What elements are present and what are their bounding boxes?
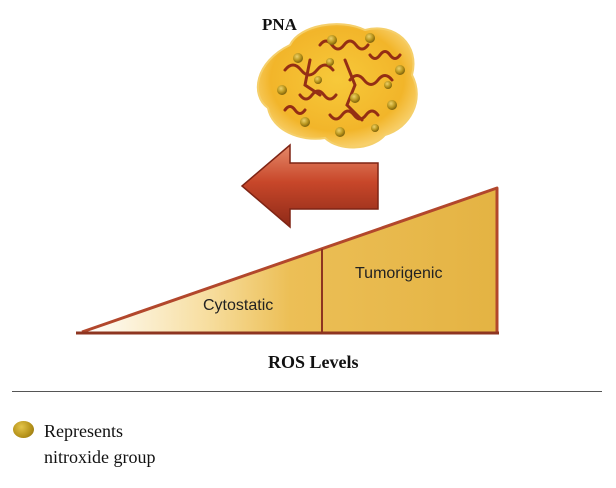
pna-molecule <box>256 23 418 149</box>
tumorigenic-label: Tumorigenic <box>355 265 442 282</box>
nitroxide-groups <box>277 33 405 137</box>
legend-line-1: Represents <box>44 421 123 441</box>
nitroxide-legend-icon <box>13 421 34 438</box>
divider-line <box>12 391 602 392</box>
pna-label: PNA <box>262 15 297 34</box>
cytostatic-label: Cytostatic <box>203 297 273 314</box>
ros-ramp <box>76 186 499 335</box>
legend-line-2: nitroxide group <box>44 447 156 467</box>
left-arrow <box>240 143 379 229</box>
ros-levels-label: ROS Levels <box>268 352 359 372</box>
legend-text: Represents nitroxide group <box>44 418 155 470</box>
